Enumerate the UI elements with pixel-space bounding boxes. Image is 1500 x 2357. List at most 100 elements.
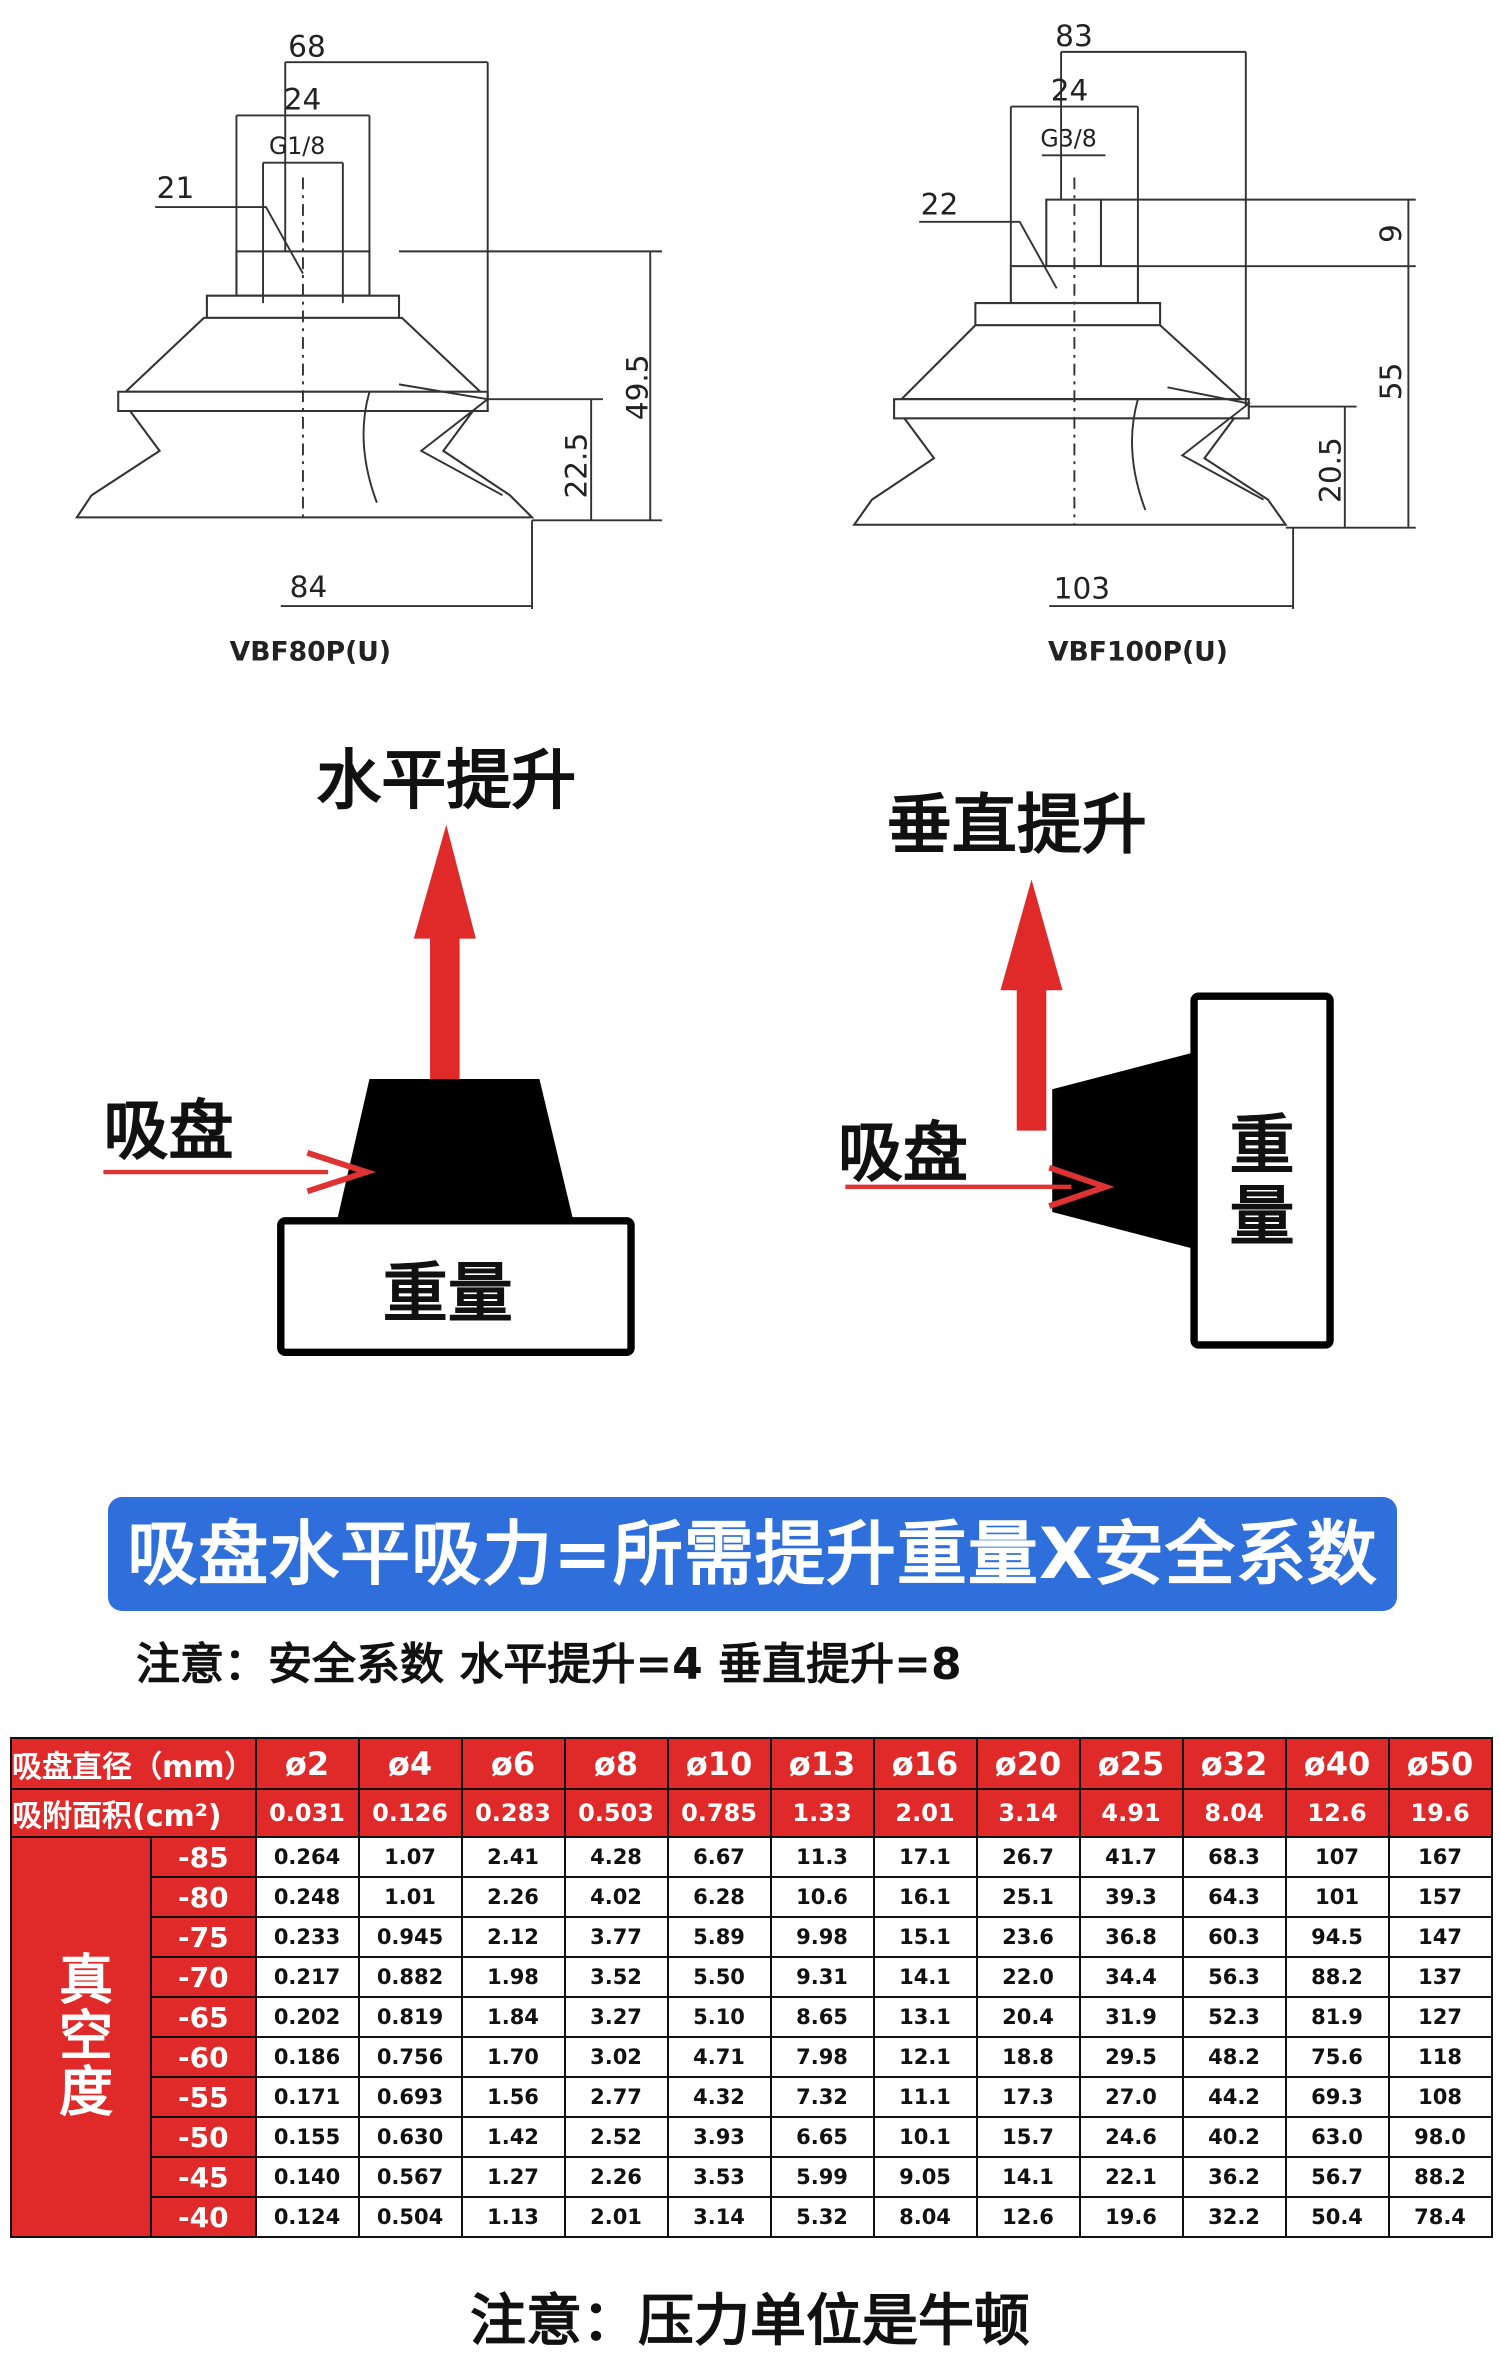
force-cell: 36.2 (1181, 2156, 1287, 2198)
vacuum-level: -70 (150, 1956, 257, 1998)
force-cell: 40.2 (1181, 2116, 1287, 2158)
force-cell: 25.1 (975, 1876, 1081, 1918)
force-cell: 1.13 (460, 2196, 566, 2238)
force-cell: 1.84 (460, 1996, 566, 2038)
dim-stem-height: 9 (1374, 224, 1408, 243)
force-cell: 147 (1387, 1916, 1493, 1958)
force-cell: 32.2 (1181, 2196, 1287, 2238)
vacuum-label: 真空度 (49, 1950, 113, 2119)
force-cell: 3.52 (563, 1956, 669, 1998)
force-cell: 3.27 (563, 1996, 669, 2038)
force-cell: 5.99 (769, 2156, 875, 2198)
vacuum-label-cell: 真空度 (9, 1836, 153, 2238)
force-cell: 2.12 (460, 1916, 566, 1958)
force-cell: 4.32 (666, 2076, 772, 2118)
force-cell: 8.65 (769, 1996, 875, 2038)
pressure-unit-note: 注意：压力单位是牛顿 (470, 2289, 1030, 2354)
force-cell: 1.98 (460, 1956, 566, 1998)
force-cell: 3.93 (666, 2116, 772, 2158)
force-cell: 118 (1387, 2036, 1493, 2078)
force-cell: 157 (1387, 1876, 1493, 1918)
arrow-right-icon (306, 1150, 377, 1195)
force-cell: 3.02 (563, 2036, 669, 2078)
force-cell: 20.4 (975, 1996, 1081, 2038)
force-cell: 9.98 (769, 1916, 875, 1958)
force-cell: 78.4 (1387, 2196, 1493, 2238)
force-cell: 9.31 (769, 1956, 875, 1998)
force-cell: 0.186 (254, 2036, 360, 2078)
force-cell: 127 (1387, 1996, 1493, 2038)
force-cell: 27.0 (1078, 2076, 1184, 2118)
diameter-label: 吸盘直径（mm） (10, 1737, 257, 1790)
diameter-cell: ø50 (1387, 1737, 1493, 1790)
force-cell: 5.89 (666, 1916, 772, 1958)
force-cell: 64.3 (1181, 1876, 1287, 1918)
force-cell: 22.1 (1078, 2156, 1184, 2198)
diameter-cell: ø25 (1078, 1737, 1184, 1790)
force-cell: 2.26 (460, 1876, 566, 1918)
force-cell: 17.3 (975, 2076, 1081, 2118)
force-cell: 0.217 (254, 1956, 360, 1998)
force-cell: 14.1 (872, 1956, 978, 1998)
force-cell: 68.3 (1181, 1836, 1287, 1878)
dim-lower-height: 22.5 (560, 433, 594, 499)
force-cell: 2.77 (563, 2076, 669, 2118)
force-cell: 23.6 (975, 1916, 1081, 1958)
vertical-lift-diagram: 垂直提升 重 量 吸盘 (838, 788, 1334, 1349)
dim-height: 49.5 (620, 354, 654, 420)
force-cell: 0.630 (357, 2116, 463, 2158)
diameter-cell: ø32 (1181, 1737, 1287, 1790)
cup-label: 吸盘 (838, 1116, 968, 1191)
model-label: VBF80P(U) (230, 637, 391, 668)
force-cell: 4.28 (563, 1836, 669, 1878)
force-cell: 26.7 (975, 1836, 1081, 1878)
force-cell: 0.504 (357, 2196, 463, 2238)
force-cell: 5.32 (769, 2196, 875, 2238)
diameter-cell: ø8 (563, 1737, 669, 1790)
diameter-cell: ø40 (1284, 1737, 1390, 1790)
dim-base-diameter: 103 (1054, 572, 1110, 606)
force-cell: 11.1 (872, 2076, 978, 2118)
force-cell: 1.70 (460, 2036, 566, 2078)
force-cell: 11.3 (769, 1836, 875, 1878)
area-cell: 0.031 (254, 1788, 360, 1838)
force-cell: 69.3 (1284, 2076, 1390, 2118)
force-cell: 10.1 (872, 2116, 978, 2158)
force-cell: 0.819 (357, 1996, 463, 2038)
force-cell: 0.124 (254, 2196, 360, 2238)
vacuum-level: -50 (150, 2116, 257, 2158)
arrow-right-icon (1048, 1164, 1115, 1209)
dim-overall-width: 83 (1055, 19, 1093, 53)
up-arrow-icon (413, 824, 476, 1079)
force-cell: 6.28 (666, 1876, 772, 1918)
vacuum-level: -85 (150, 1836, 257, 1878)
force-cell: 12.6 (975, 2196, 1081, 2238)
force-cell: 0.155 (254, 2116, 360, 2158)
suction-cup-shape (336, 1078, 574, 1221)
force-cell: 88.2 (1387, 2156, 1493, 2198)
force-cell: 13.1 (872, 1996, 978, 2038)
force-cell: 15.7 (975, 2116, 1081, 2158)
area-cell: 19.6 (1387, 1788, 1493, 1838)
horizontal-lift-title: 水平提升 (316, 744, 576, 819)
force-cell: 0.171 (254, 2076, 360, 2118)
force-cell: 4.02 (563, 1876, 669, 1918)
force-cell: 41.7 (1078, 1836, 1184, 1878)
force-cell: 0.202 (254, 1996, 360, 2038)
force-cell: 94.5 (1284, 1916, 1390, 1958)
force-cell: 2.01 (563, 2196, 669, 2238)
force-cell: 31.9 (1078, 1996, 1184, 2038)
force-cell: 75.6 (1284, 2036, 1390, 2078)
vacuum-level: -80 (150, 1876, 257, 1918)
force-cell: 108 (1387, 2076, 1493, 2118)
force-cell: 0.248 (254, 1876, 360, 1918)
diameter-cell: ø6 (460, 1737, 566, 1790)
area-cell: 4.91 (1078, 1788, 1184, 1838)
